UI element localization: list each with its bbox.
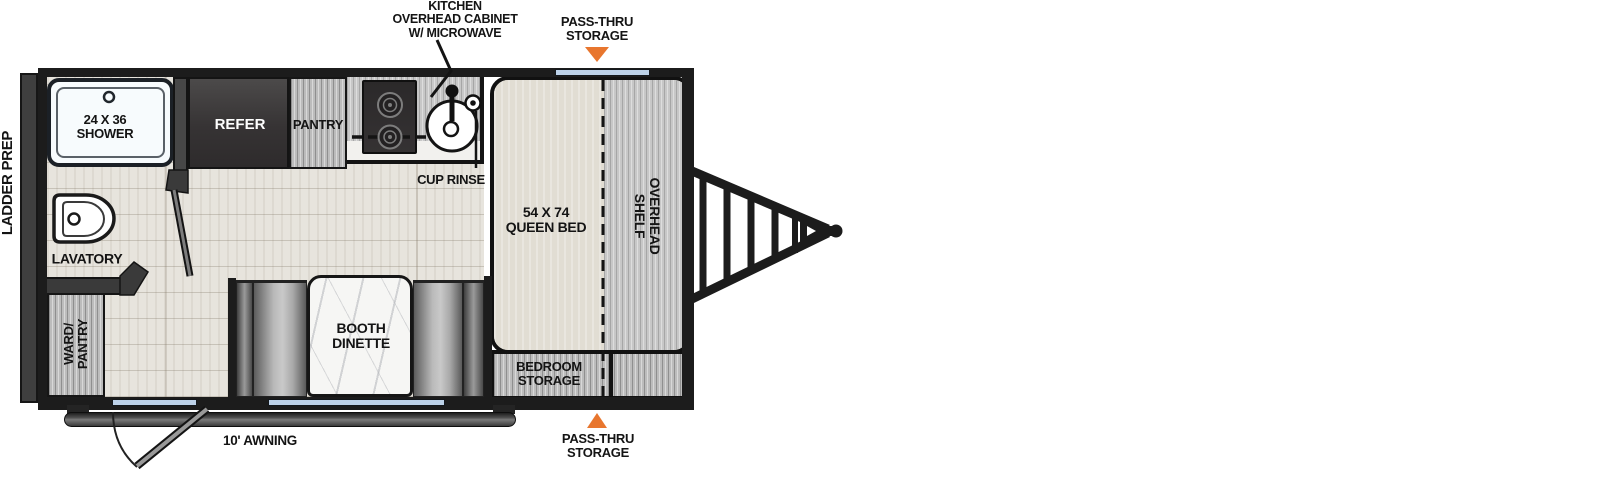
- storage-left-stub-wall: [484, 276, 492, 397]
- bedroom-storage-label: BEDROOM STORAGE: [516, 359, 582, 388]
- hitch-jack-knob: [829, 224, 843, 238]
- pass-thru-storage-bottom-callout: PASS-THRU STORAGE: [561, 431, 635, 460]
- storage-divider: [609, 354, 613, 396]
- queen-bed-mattress: [494, 80, 604, 350]
- shower-label: 24 X 36 SHOWER: [76, 112, 134, 141]
- wall-rear-left: [38, 68, 47, 410]
- hitch-coupler: [800, 213, 829, 249]
- ward-pantry-label: WARD/ PANTRY: [61, 318, 90, 370]
- awning-mount-left: [67, 405, 89, 414]
- pantry-cabinet: [289, 77, 347, 169]
- kitchen-overhead-cabinet-callout: KITCHEN OVERHEAD CABINET W/ MICROWAVE: [392, 0, 518, 40]
- dinette-right-bench-back: [463, 280, 484, 397]
- kitchen-counter-edge: [347, 160, 484, 164]
- shower-pan: [47, 78, 174, 167]
- bedroom-storage-compartment: [490, 350, 692, 400]
- cooktop-stove: [362, 80, 417, 154]
- rear-bumper-bar: [20, 73, 38, 403]
- wall-front-right: [682, 68, 694, 410]
- hitch-tongue: [690, 166, 830, 304]
- awning-rail: [64, 412, 516, 427]
- pass-thru-arrow-up-icon: [587, 413, 607, 428]
- hitch-jack-neck: [826, 226, 835, 236]
- dinette-right-bench-seat: [413, 280, 463, 397]
- wall-top: [38, 68, 694, 77]
- overhead-shelf-label: OVERHEAD SHELF: [632, 177, 663, 255]
- window-dinette: [268, 399, 445, 406]
- window-entry-door: [112, 399, 197, 406]
- window-front-top: [555, 69, 650, 76]
- pass-thru-arrow-down-icon: [585, 47, 609, 62]
- awning-mount-right: [493, 405, 515, 414]
- shower-pan-inner: [56, 87, 165, 158]
- refrigerator: [188, 77, 289, 169]
- awning-label: 10' AWNING: [223, 432, 297, 448]
- dinette-left-bench-seat: [253, 280, 307, 397]
- lavatory-label: LAVATORY: [51, 250, 123, 267]
- cup-rinse-label: CUP RINSE: [417, 172, 485, 188]
- pass-thru-storage-top-callout: PASS-THRU STORAGE: [560, 14, 634, 43]
- dinette-left-bench-back: [236, 280, 253, 397]
- dinette-left-stub-wall: [228, 278, 236, 397]
- queen-bed-label: 54 X 74 QUEEN BED: [505, 204, 587, 235]
- kitchen-counter-right-edge: [480, 77, 484, 164]
- overhead-shelf-surface: [604, 80, 688, 350]
- dinette-table: [307, 275, 413, 397]
- refer-label: REFER: [214, 116, 266, 134]
- bathroom-wall-vertical: [173, 77, 188, 172]
- booth-dinette-label: BOOTH DINETTE: [332, 320, 390, 351]
- ladder-prep-label: LADDER PREP: [0, 130, 17, 236]
- ward-pantry-cabinet: [47, 293, 105, 397]
- hitch-coupler-notch: [807, 226, 816, 236]
- pantry-label: PANTRY: [292, 117, 344, 133]
